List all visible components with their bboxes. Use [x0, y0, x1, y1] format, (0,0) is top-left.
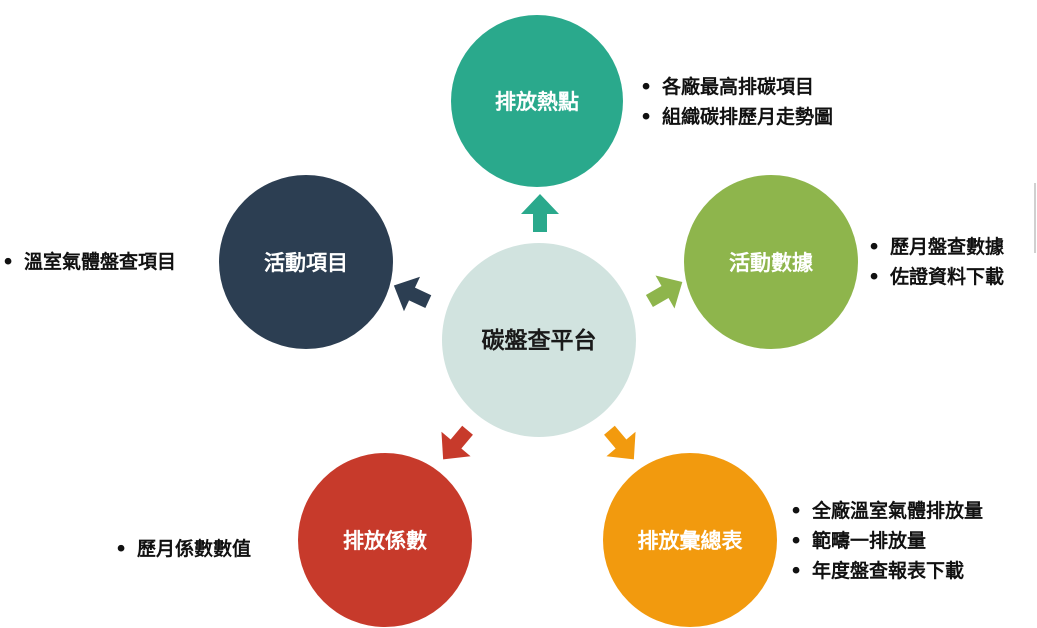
edge-divider [1034, 183, 1036, 253]
factor-label: 排放係數 [343, 528, 427, 553]
list-item: • 組織碳排歷月走勢圖 [640, 102, 833, 132]
factor-circle [298, 453, 472, 627]
bullet-text: 各廠最高排碳項目 [662, 76, 815, 98]
arrow-to-factor [441, 425, 473, 460]
bullet-dot: • [790, 500, 803, 522]
factor-bullets: • 歷月係數數值 [115, 534, 251, 564]
bullet-text: 歷月盤查數據 [890, 236, 1005, 258]
data-bullets: • 歷月盤查數據 • 佐證資料下載 [868, 232, 1004, 292]
bullet-text: 範疇一排放量 [812, 530, 927, 552]
arrow-shape [521, 194, 559, 232]
bullet-dot: • [868, 266, 881, 288]
bullet-text: 全廠溫室氣體排放量 [812, 500, 984, 522]
list-item: • 佐證資料下載 [868, 262, 1004, 292]
arrow-to-activity [393, 276, 432, 312]
bullet-dot: • [640, 76, 653, 98]
activity-circle [219, 175, 393, 349]
summary-label: 排放彙總表 [638, 528, 744, 553]
bullet-text: 溫室氣體盤查項目 [24, 251, 177, 273]
bullet-text: 年度盤查報表下載 [812, 560, 965, 582]
arrow-to-hotspot [521, 194, 559, 232]
arrow-to-data [645, 275, 683, 309]
activity-label: 活動項目 [264, 250, 348, 275]
arrow-shape [604, 425, 636, 460]
list-item: • 範疇一排放量 [790, 526, 983, 556]
arrow-to-summary [604, 425, 636, 460]
hotspot-bullets: • 各廠最高排碳項目 • 組織碳排歷月走勢圖 [640, 72, 833, 132]
arrow-shape [393, 276, 432, 312]
bullet-dot: • [2, 251, 15, 273]
list-item: • 歷月係數數值 [115, 534, 251, 564]
center-circle [442, 243, 636, 437]
bullet-dot: • [115, 538, 128, 560]
activity-bullets: • 溫室氣體盤查項目 [2, 247, 176, 277]
data-circle [684, 175, 858, 349]
list-item: • 年度盤查報表下載 [790, 556, 983, 586]
bullet-dot: • [868, 236, 881, 258]
hotspot-label: 排放熱點 [495, 89, 579, 114]
summary-circle [603, 453, 777, 627]
center-label: 碳盤查平台 [482, 327, 597, 354]
bullet-text: 組織碳排歷月走勢圖 [662, 106, 834, 128]
list-item: • 全廠溫室氣體排放量 [790, 496, 983, 526]
data-label: 活動數據 [729, 250, 814, 275]
arrow-shape [645, 275, 683, 309]
bullet-text: 佐證資料下載 [890, 266, 1005, 288]
arrow-shape [441, 425, 473, 460]
list-item: • 歷月盤查數據 [868, 232, 1004, 262]
list-item: • 溫室氣體盤查項目 [2, 247, 176, 277]
hotspot-circle [451, 15, 623, 187]
bullet-dot: • [640, 106, 653, 128]
bullet-dot: • [790, 530, 803, 552]
list-item: • 各廠最高排碳項目 [640, 72, 833, 102]
bullet-dot: • [790, 560, 803, 582]
bullet-text: 歷月係數數值 [137, 538, 252, 560]
summary-bullets: • 全廠溫室氣體排放量 • 範疇一排放量 • 年度盤查報表下載 [790, 496, 983, 586]
